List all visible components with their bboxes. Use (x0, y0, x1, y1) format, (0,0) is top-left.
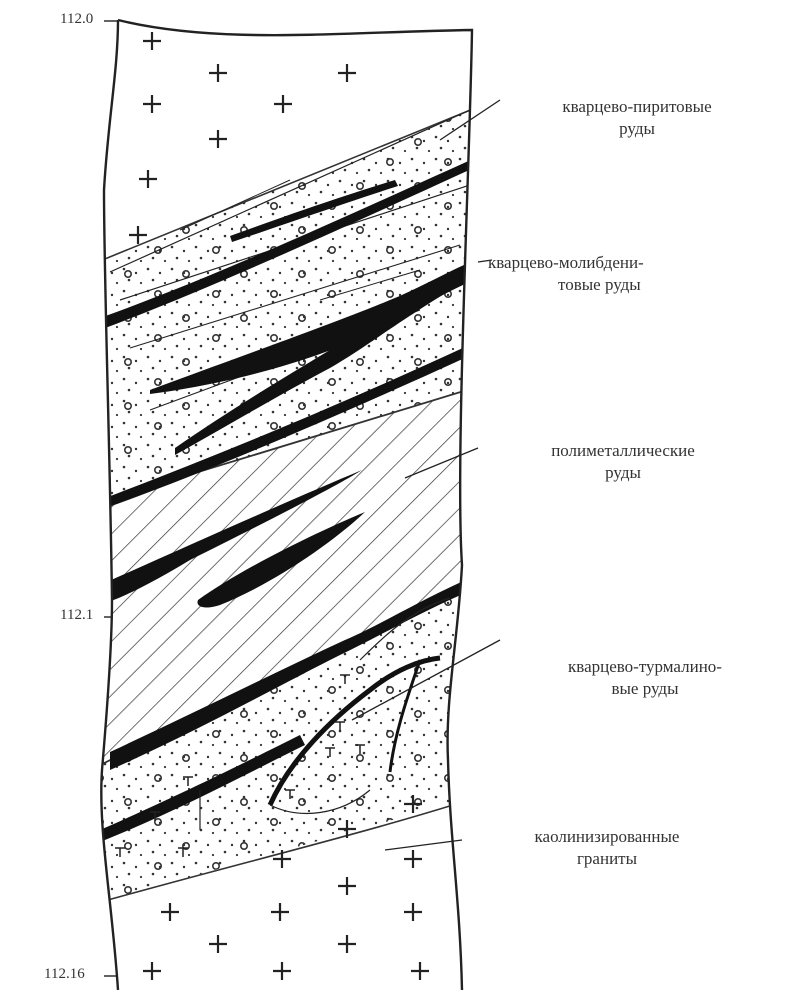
label-quartz-pyrite-ores: кварцево-пиритовые руды (502, 96, 772, 140)
depth-mark-top: 112.0 (60, 11, 93, 28)
label-line: руды (502, 118, 772, 140)
label-line: кварцево-турмалино- (500, 656, 790, 678)
label-line: вые руды (500, 678, 790, 700)
label-line: каолинизированные (462, 826, 752, 848)
depth-mark-middle: 112.1 (60, 607, 93, 624)
ore-column (90, 0, 500, 990)
label-line: полиметаллические (478, 440, 768, 462)
label-line: кварцево-пиритовые (502, 96, 772, 118)
label-line: граниты (462, 848, 752, 870)
label-quartz-tourmaline-ores: кварцево-турмалино- вые руды (500, 656, 790, 700)
label-line: руды (478, 462, 768, 484)
label-line: кварцево-молибдени- (488, 252, 788, 274)
depth-mark-bottom: 112.16 (44, 966, 85, 983)
label-polymetallic-ores: полиметаллические руды (478, 440, 768, 484)
label-line: товые руды (488, 274, 788, 296)
label-quartz-molybdenite-ores: кварцево-молибдени- товые руды (488, 252, 788, 296)
label-kaolinized-granites: каолинизированные граниты (462, 826, 752, 870)
